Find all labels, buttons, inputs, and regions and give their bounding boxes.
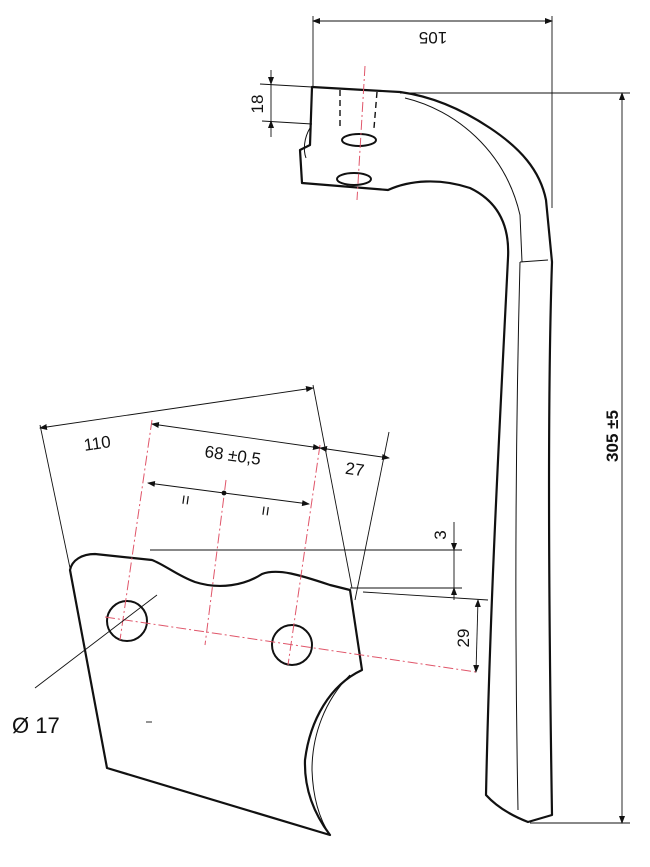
dim-equal-spacing: = = [147,480,310,518]
dim-top-width-label: 105 [419,28,447,47]
hole-left [106,600,148,642]
dim-hole-diameter-label: Ø 17 [12,713,60,738]
hidden-hole-right [373,91,378,129]
dim-hole-spacing: 68 ±0,5 [151,422,321,469]
tine-centerline [356,65,366,201]
tine-bevel-line [404,97,549,811]
dim-recess-depth-label: 3 [431,530,450,539]
mid-vertical [204,479,227,646]
blade-face-outline [68,552,364,837]
slot-lower [336,172,372,186]
dim-total-length-label: 305 ±5 [603,410,622,462]
dim-hole-diameter: Ø 17 [12,594,158,738]
dim-hole-offset: 29 [362,591,489,673]
dim-thickness: 18 [248,70,313,137]
dim-thickness-label: 18 [248,95,267,114]
slot-upper [341,133,377,147]
dim-hole-offset-label: 29 [454,629,473,648]
hole-right-vertical [287,444,321,666]
blade-face-view [68,419,477,837]
dim-equal-left-label: = [175,494,195,507]
tine-side-outline [298,85,554,824]
dim-face-width: 110 [39,384,353,589]
dim-hole-spacing-label: 68 ±0,5 [203,442,262,469]
dim-face-width-label: 110 [82,432,111,455]
tine-side-view [298,65,554,824]
blade-cut-bevel [311,674,351,836]
dim-top-width: 105 [312,16,553,208]
dim-equal-right-label: = [255,505,275,518]
hole-left-vertical [119,419,153,641]
dim-total-length: 305 ±5 [400,92,630,824]
tine-notch [303,127,311,159]
dim-edge-offset: 27 [319,431,390,601]
dim-edge-offset-label: 27 [344,459,365,480]
